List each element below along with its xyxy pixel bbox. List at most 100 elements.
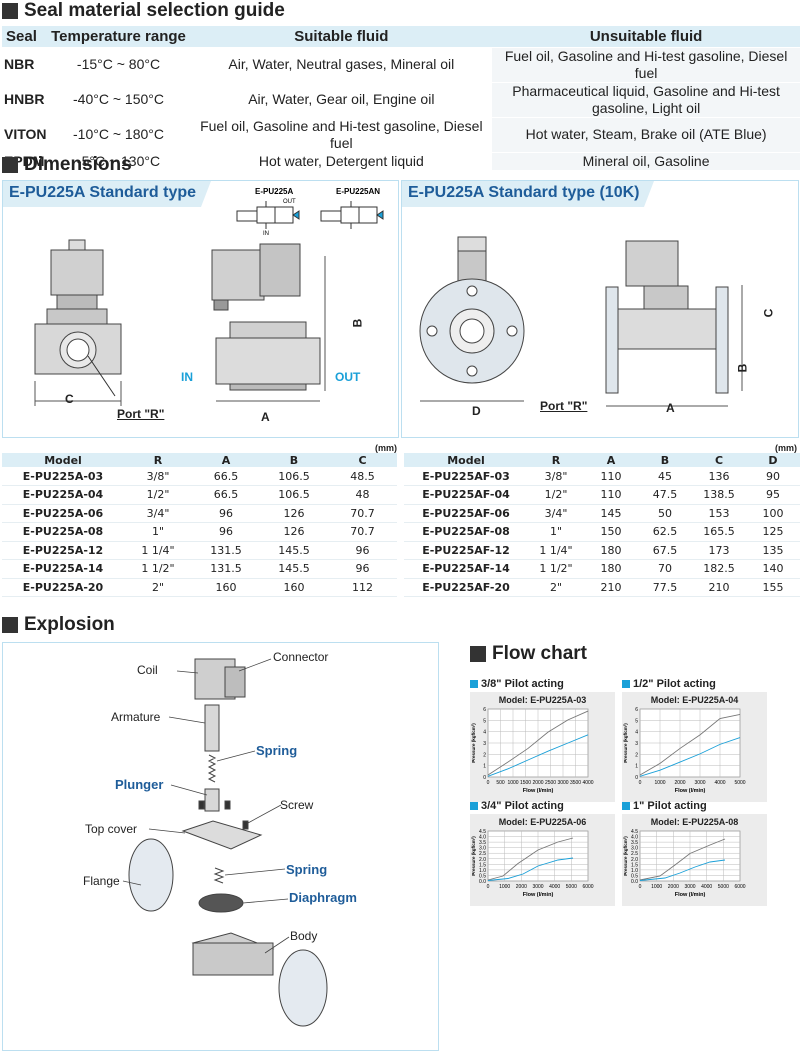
value-cell: 50 bbox=[638, 504, 692, 523]
header-r: R bbox=[124, 453, 192, 467]
symbol-out-label: OUT bbox=[283, 199, 296, 205]
flow-chart-title: 1/2" Pilot acting bbox=[622, 678, 716, 690]
value-cell: 145.5 bbox=[260, 559, 328, 579]
y-tick-label: 6 bbox=[483, 707, 486, 713]
valve-side-view-drawing bbox=[34, 239, 122, 406]
standard-type-panel: E-PU225A Standard type E-PU225A E-PU225A… bbox=[2, 180, 399, 438]
model-cell: E-PU225AF-14 bbox=[404, 559, 528, 579]
value-cell: 90 bbox=[746, 467, 800, 486]
y-tick-label: 0.5 bbox=[479, 873, 486, 879]
port-r-label-10k: Port "R" bbox=[540, 399, 588, 413]
header-a: A bbox=[192, 453, 260, 467]
value-cell: 126 bbox=[260, 522, 328, 542]
flow-chart-model: Model: E-PU225A-04 bbox=[650, 695, 739, 705]
value-cell: 2" bbox=[124, 578, 192, 597]
x-tick-label: 1000 bbox=[654, 780, 665, 786]
body-label: Body bbox=[290, 929, 318, 943]
flow-chart-title: 3/8" Pilot acting bbox=[470, 678, 564, 690]
dim-c-label: C bbox=[65, 392, 74, 406]
value-cell: 153 bbox=[692, 504, 746, 523]
square-bullet-icon bbox=[2, 3, 18, 19]
flange-left-part bbox=[128, 838, 174, 912]
pressure-curve-lower bbox=[639, 859, 726, 881]
y-axis-label: Pressure (kgf/cm²) bbox=[471, 836, 476, 876]
value-cell: 131.5 bbox=[192, 559, 260, 579]
model-cell: E-PU225AF-06 bbox=[404, 504, 528, 523]
x-axis-label: Flow (l/min) bbox=[675, 788, 706, 794]
flange-label: Flange bbox=[83, 874, 120, 888]
dim-d-label: D bbox=[472, 404, 481, 418]
x-tick-label: 3000 bbox=[532, 884, 543, 890]
y-tick-label: 0 bbox=[483, 775, 486, 781]
dim-a-label: A bbox=[261, 410, 270, 424]
x-tick-label: 3000 bbox=[694, 780, 705, 786]
pressure-curve-upper bbox=[639, 838, 726, 881]
y-tick-label: 3.0 bbox=[631, 846, 638, 852]
model-cell: E-PU225AF-08 bbox=[404, 522, 528, 542]
x-tick-label: 5000 bbox=[718, 884, 729, 890]
x-tick-label: 0 bbox=[639, 780, 642, 786]
flow-chart-model: Model: E-PU225A-03 bbox=[498, 695, 587, 705]
y-tick-label: 2 bbox=[635, 752, 638, 758]
flow-chart-model: Model: E-PU225A-06 bbox=[498, 817, 587, 827]
y-tick-label: 3.0 bbox=[479, 846, 486, 852]
value-cell: 125 bbox=[746, 522, 800, 542]
x-tick-label: 3000 bbox=[557, 780, 568, 786]
plunger-label: Plunger bbox=[115, 777, 164, 792]
flow-chart-title: 1" Pilot acting bbox=[622, 800, 707, 812]
x-tick-label: 3000 bbox=[684, 884, 695, 890]
table-row: EPDM -5°C ~ 130°C Hot water, Detergent l… bbox=[2, 152, 800, 170]
seal-unsuitable: Pharmaceutical liquid, Gasoline and Hi-t… bbox=[492, 82, 800, 117]
seal-temp: -5°C ~ 130°C bbox=[76, 152, 161, 169]
header-c: C bbox=[692, 453, 746, 467]
y-tick-label: 2.0 bbox=[631, 857, 638, 863]
model-cell: E-PU225A-14 bbox=[2, 559, 124, 579]
y-tick-label: 1.0 bbox=[631, 868, 638, 874]
model-cell: E-PU225A-08 bbox=[2, 522, 124, 542]
y-tick-label: 4 bbox=[483, 730, 486, 736]
seal-unsuitable: Hot water, Steam, Brake oil (ATE Blue) bbox=[492, 117, 800, 152]
y-axis-label: Pressure (kgf/cm²) bbox=[471, 723, 476, 763]
table-row: NBR -15°C ~ 80°C Air, Water, Neutral gas… bbox=[2, 47, 800, 82]
x-tick-label: 2000 bbox=[668, 884, 679, 890]
seal-unsuitable: Mineral oil, Gasoline bbox=[492, 152, 800, 170]
coil-label: Coil bbox=[137, 663, 158, 677]
y-tick-label: 4.0 bbox=[631, 835, 638, 841]
model-cell: E-PU225AF-04 bbox=[404, 485, 528, 505]
value-cell: 131.5 bbox=[192, 541, 260, 560]
header-model: Model bbox=[2, 453, 124, 467]
pressure-curve-upper bbox=[487, 710, 589, 776]
blue-square-icon bbox=[622, 802, 630, 810]
symbol-an-icon bbox=[320, 201, 384, 229]
header-b: B bbox=[638, 453, 692, 467]
x-tick-label: 1000 bbox=[651, 884, 662, 890]
pressure-curve-upper bbox=[639, 713, 741, 776]
seal-temp: -40°C ~ 150°C bbox=[73, 91, 164, 107]
x-tick-label: 5000 bbox=[734, 780, 745, 786]
x-tick-label: 0 bbox=[639, 884, 642, 890]
value-cell: 182.5 bbox=[692, 559, 746, 579]
x-tick-label: 6000 bbox=[582, 884, 593, 890]
flow-chart-title: 3/4" Pilot acting bbox=[470, 800, 564, 812]
dim-table-header: Model R A B C D bbox=[404, 453, 800, 467]
dim-b-label: B bbox=[350, 318, 365, 328]
x-tick-label: 0 bbox=[487, 780, 490, 786]
spring-part bbox=[207, 754, 217, 783]
armature-part bbox=[204, 704, 220, 752]
flange-valve-front-view-drawing bbox=[605, 240, 743, 407]
value-cell: 66.5 bbox=[192, 467, 260, 486]
value-cell: 1" bbox=[124, 522, 192, 542]
y-tick-label: 0 bbox=[635, 775, 638, 781]
model-cell: E-PU225A-20 bbox=[2, 578, 124, 597]
exploded-view-drawing bbox=[122, 658, 328, 1027]
seal-temp: -10°C ~ 180°C bbox=[73, 126, 164, 142]
x-tick-label: 4000 bbox=[701, 884, 712, 890]
seal-name: NBR bbox=[4, 56, 35, 72]
symbol-in-label: IN bbox=[263, 231, 269, 235]
